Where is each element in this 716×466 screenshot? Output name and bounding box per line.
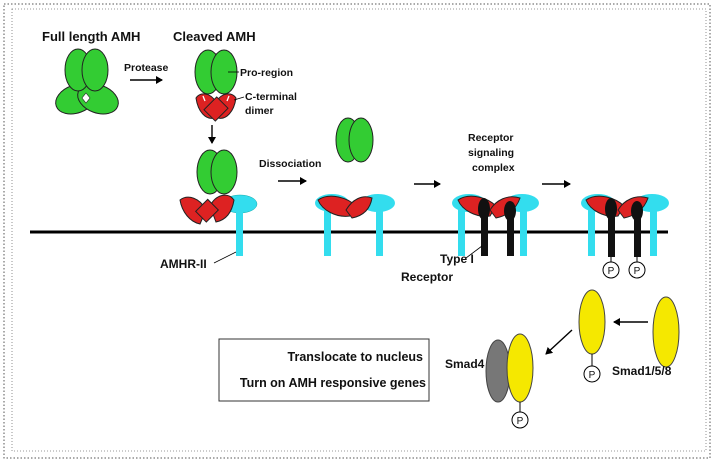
label-protease: Protease bbox=[124, 62, 169, 74]
label-receptor: Receptor bbox=[468, 132, 514, 144]
arrow-smad-complex bbox=[545, 329, 573, 355]
svg-text:P: P bbox=[589, 370, 596, 381]
outcome-line-1: Translocate to nucleus bbox=[288, 350, 424, 364]
label-c-terminal: C-terminal bbox=[245, 91, 297, 103]
label-smad158: Smad1/5/8 bbox=[612, 364, 672, 378]
label-cleaved-amh: Cleaved AMH bbox=[173, 29, 256, 44]
phospho-badge-smad158: P bbox=[583, 365, 601, 383]
svg-text:P: P bbox=[517, 416, 524, 427]
label-full-length-amh: Full length AMH bbox=[42, 29, 140, 44]
inner-frame bbox=[11, 8, 707, 452]
phospho-badge-receptor-2: P bbox=[628, 261, 646, 279]
outcome-box bbox=[218, 338, 430, 402]
label-smad4: Smad4 bbox=[445, 357, 485, 371]
phospho-badge-smad-complex: P bbox=[511, 411, 529, 429]
pointer-type-i bbox=[465, 245, 483, 259]
smad158-inactive bbox=[652, 296, 680, 368]
pointer-c-terminal bbox=[233, 96, 245, 101]
amh-bound-amhr-ii bbox=[179, 149, 258, 256]
pointer-amhr-ii bbox=[213, 251, 237, 264]
phospho-badge-receptor-1: P bbox=[602, 261, 620, 279]
label-dimer: dimer bbox=[245, 105, 274, 117]
phosphorylated-complex bbox=[581, 194, 669, 262]
label-complex: complex bbox=[472, 162, 515, 174]
label-amhr-ii: AMHR-II bbox=[160, 257, 207, 271]
dissociated-complex bbox=[315, 117, 395, 256]
svg-text:P: P bbox=[608, 266, 615, 277]
cleaved-amh-shape bbox=[194, 49, 238, 122]
label-pro-region: Pro-region bbox=[240, 67, 293, 79]
smad158-in-complex bbox=[506, 333, 534, 403]
outcome-line-2: Turn on AMH responsive genes bbox=[240, 376, 426, 390]
svg-text:P: P bbox=[634, 266, 641, 277]
label-signaling: signaling bbox=[468, 147, 514, 159]
dotted-frame bbox=[3, 3, 711, 459]
smad158-active bbox=[578, 289, 606, 355]
full-length-amh-shape bbox=[55, 48, 119, 115]
label-type-i-receptor: Receptor bbox=[401, 270, 453, 284]
smad4 bbox=[485, 339, 511, 403]
receptor-signaling-complex bbox=[452, 194, 539, 256]
label-dissociation: Dissociation bbox=[259, 158, 321, 170]
label-type-i: Type I bbox=[440, 252, 474, 266]
